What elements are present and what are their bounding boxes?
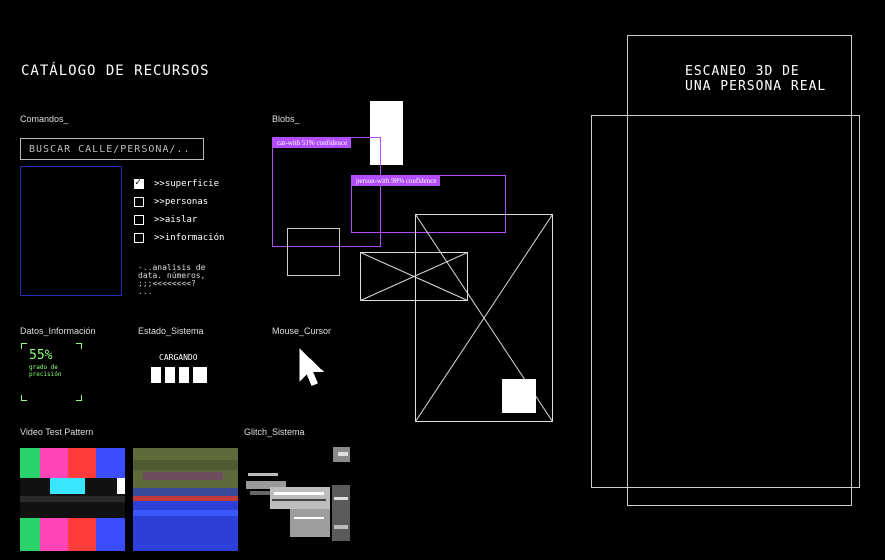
precision-percent: 55% [29,348,53,363]
frame-corner [76,395,82,401]
video-test-pattern [20,448,125,551]
loading-status: CARGANDO [159,353,198,362]
progress-block [151,367,161,383]
checkbox[interactable] [134,197,144,207]
option-aislar[interactable]: >>aislar [134,215,197,225]
analysis-note: -..analisis de data. números, ;;;<<<<<<<… [138,263,206,296]
frame-corner [76,343,82,349]
progress-block [179,367,189,383]
checkbox-checked[interactable] [134,177,144,189]
glitch-pattern [246,447,350,541]
checkbox[interactable] [134,233,144,243]
white-block [502,379,536,413]
option-label: >>aislar [154,215,198,225]
precision-caption: grado de precisión [29,364,62,378]
command-panel [20,166,122,296]
option-superficie[interactable]: >>superficie [134,177,220,189]
progress-block [197,367,207,383]
search-input[interactable]: BUSCAR CALLE/PERSONA/.. [20,138,204,160]
system-state-heading: Estado_Sistema [138,326,204,336]
commands-heading: Comandos_ [20,114,69,124]
option-label: >>personas [154,197,209,207]
detection-label: person-with 98% confidence [352,176,441,186]
detection-box-car[interactable]: car-with 51% confidence [272,137,381,247]
blobs-heading: Blobs_ [272,114,300,124]
catalog-title: CATÁLOGO DE RECURSOS [21,63,210,79]
option-label: >>información [154,233,225,243]
detection-label: car-with 51% confidence [273,138,352,148]
detection-box-person[interactable]: person-with 98% confidence [351,175,506,233]
white-block [370,101,403,165]
arrow-cursor-icon [299,348,324,386]
glitch-heading: Glitch_Sistema [244,427,305,437]
option-label: >>superficie [154,179,220,189]
scan-frame-front [591,115,860,488]
video-heading: Video Test Pattern [20,427,94,437]
checkbox[interactable] [134,215,144,225]
data-info-heading: Datos_Información [20,326,96,336]
blob-box [287,228,340,276]
option-personas[interactable]: >>personas [134,197,208,207]
frame-corner [21,395,27,401]
frame-corner [21,343,27,349]
scan-title: ESCANEO 3D DE UNA PERSONA REAL [685,64,827,94]
scan-frame-back [627,35,852,506]
option-informacion[interactable]: >>información [134,233,224,243]
video-noise-pattern [133,448,238,551]
mouse-heading: Mouse_Cursor [272,326,332,336]
progress-block [165,367,175,383]
